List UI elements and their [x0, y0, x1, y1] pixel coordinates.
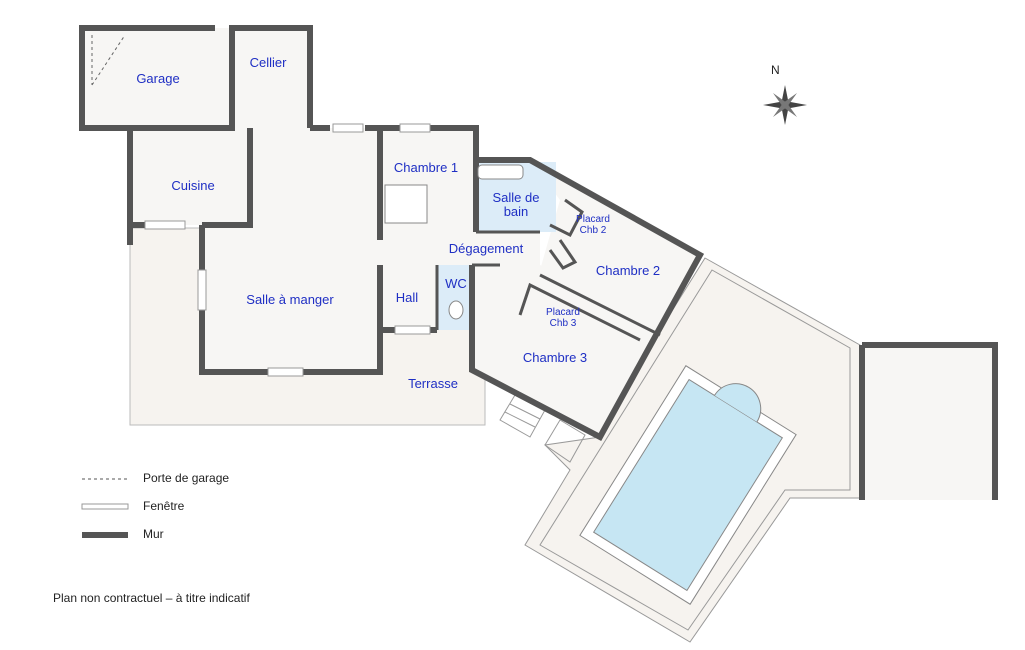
interior-floors — [82, 28, 995, 500]
legend-wall-mark — [82, 532, 128, 538]
windows — [144, 123, 431, 377]
room-label-placard-chb2: Placard Chb 2 — [576, 214, 610, 236]
legend-window-mark — [81, 503, 129, 510]
garage-door-diagonal — [91, 34, 126, 86]
pool — [579, 365, 797, 605]
furniture — [384, 164, 524, 320]
deck-border — [539, 269, 851, 631]
room-label-salle-de-bain: Salle de bain — [492, 190, 540, 219]
room-label-cellier: Cellier — [249, 55, 287, 70]
inner-walls — [435, 198, 661, 342]
compass-north-label: N — [771, 63, 780, 77]
compass-rose-icon — [763, 85, 807, 125]
walls — [79, 25, 998, 500]
legend-wall: Mur — [143, 527, 164, 541]
room-label-hall: Hall — [395, 290, 419, 305]
legend-window: Fenêtre — [143, 499, 185, 513]
room-label-salle-a-manger: Salle à manger — [246, 292, 334, 307]
room-label-wc: WC — [445, 276, 467, 291]
wc-tiles — [437, 265, 471, 330]
room-label-chambre-2: Chambre 2 — [595, 263, 661, 278]
room-label-garage: Garage — [136, 71, 180, 86]
room-label-placard-chb3: Placard Chb 3 — [546, 307, 580, 329]
room-label-chambre-1: Chambre 1 — [393, 160, 459, 175]
room-label-degagement: Dégagement — [448, 241, 524, 256]
room-label-chambre-3: Chambre 3 — [522, 350, 588, 365]
legend-garage-door: Porte de garage — [143, 471, 230, 485]
disclaimer-note: Plan non contractuel – à titre indicatif — [53, 591, 250, 605]
room-label-cuisine: Cuisine — [171, 178, 215, 193]
room-label-terrasse: Terrasse — [408, 376, 458, 391]
